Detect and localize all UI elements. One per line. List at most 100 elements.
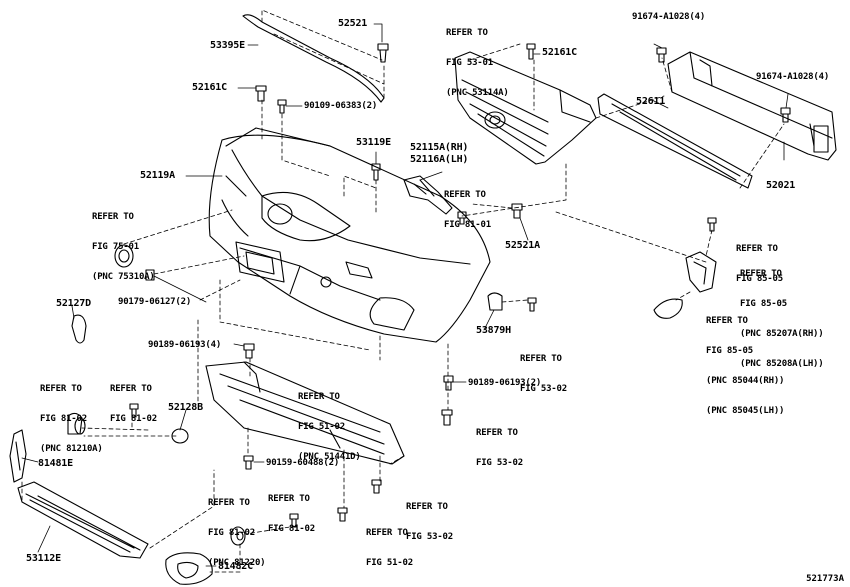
refer-81-02-a-l3: (PNC 81210A) [40, 444, 103, 454]
label-52521: 52521 [338, 18, 368, 29]
refer-grille: REFER TO FIG 53-01 (PNC 53114A) [446, 8, 509, 108]
refer-81-02-b-l2: FIG 81-02 [110, 414, 157, 424]
refer-53-02-a-l1: REFER TO [520, 354, 562, 364]
clip-53119E [371, 163, 381, 181]
fog-lamp-cover-81481E [9, 429, 27, 483]
refer-85-05-b-l2: FIG 85-05 [740, 299, 787, 309]
fog-lamp-right-81220 [230, 526, 246, 546]
fog-lamp-left [67, 412, 86, 435]
screw-51-02 [337, 507, 348, 522]
refer-85-05-a: REFER TO FIG 85-05 [736, 224, 783, 294]
refer-81-02-d-l1: REFER TO [268, 494, 310, 504]
refer-51-02-a-l2: FIG 51-02 [298, 422, 345, 432]
label-81481E: 81481E [38, 458, 73, 469]
label-52115A: 52115A(RH) [410, 142, 469, 153]
clip-90189-upper [243, 343, 255, 359]
label-52119A: 52119A [140, 170, 175, 181]
label-52521A: 52521A [505, 240, 540, 251]
refer-53-02-a: REFER TO FIG 53-02 [520, 334, 567, 404]
label-90179: 90179-06127(2) [118, 297, 192, 307]
radiator-grille [454, 51, 597, 165]
refer-53-02-c-l2: FIG 53-02 [406, 532, 453, 542]
bolt-91674-lower [780, 107, 791, 123]
refer-85-05-a-l2: FIG 85-05 [736, 274, 783, 284]
refer-51-02-b: REFER TO FIG 51-02 [366, 508, 413, 578]
label-53879H: 53879H [476, 325, 511, 336]
refer-81-02-b-l1: REFER TO [110, 384, 152, 394]
label-53112E: 53112E [26, 553, 61, 564]
bolt-91674-upper [656, 47, 667, 63]
clip-52521 [377, 43, 389, 63]
refer-81-02-a: REFER TO FIG 81-02 (PNC 81210A) [40, 364, 103, 464]
screw-53-02-lower [371, 479, 382, 494]
label-53395E: 53395E [210, 40, 245, 51]
fog-lamp-cover-81482C [165, 552, 213, 585]
label-91674-lower: 91674-A1028(4) [756, 72, 830, 82]
refer-grille-l3: (PNC 53114A) [446, 88, 509, 98]
clip-90189-lower [443, 375, 454, 391]
refer-grille-l1: REFER TO [446, 28, 488, 38]
refer-81-02-c-l2: FIG 81-02 [208, 528, 255, 538]
refer-85-05-c-l4: (PNC 85045(LH)) [706, 406, 785, 416]
front-emblem [114, 244, 134, 268]
bumper-reinforcement-52021 [667, 51, 837, 161]
refer-51-02-a-l3: (PNC 51441D) [298, 452, 361, 462]
refer-85-05-b-l3: (PNC 85207A(RH)) [740, 329, 824, 339]
label-52161C-left: 52161C [192, 82, 227, 93]
refer-51-02-a-l1: REFER TO [298, 392, 340, 402]
refer-53-02-c-l1: REFER TO [406, 502, 448, 512]
refer-81-02-c-l1: REFER TO [208, 498, 250, 508]
refer-81-02-a-l1: REFER TO [40, 384, 82, 394]
screw-85-05 [707, 217, 717, 232]
screw-53-02 [441, 409, 453, 426]
engine-under-cover [205, 361, 405, 465]
label-91674-upper: 91674-A1028(4) [632, 12, 706, 22]
bumper-absorber-52611 [597, 93, 753, 189]
refer-85-05-c-l3: (PNC 85044(RH)) [706, 376, 785, 386]
refer-81-02-b: REFER TO FIG 81-02 [110, 364, 157, 434]
washer-nozzle-cap [653, 298, 683, 319]
label-52127D: 52127D [56, 298, 91, 309]
refer-85-05-b: REFER TO FIG 85-05 (PNC 85207A(RH)) (PNC… [740, 249, 824, 379]
refer-85-05-b-l4: (PNC 85208A(LH)) [740, 359, 824, 369]
refer-85-05-c: REFER TO FIG 85-05 (PNC 85044(RH)) (PNC … [706, 296, 784, 426]
refer-53-02-b-l2: FIG 53-02 [476, 458, 523, 468]
refer-81-02-d: REFER TO FIG 81-02 [268, 474, 315, 544]
label-52116A: 52116A(LH) [410, 154, 469, 165]
refer-81-02-c: REFER TO FIG 81-02 (PNC 81220) [208, 478, 266, 578]
screw-90159 [243, 455, 254, 470]
front-bumper-cover [208, 127, 491, 343]
refer-51-02-a: REFER TO FIG 51-02 (PNC 51441D) [298, 372, 361, 472]
clip-52521A [511, 203, 523, 219]
label-90189-upper: 90189-06193(4) [148, 340, 222, 350]
refer-81-01: REFER TO FIG 81-01 [444, 170, 491, 240]
refer-85-05-c-l1: REFER TO [706, 316, 748, 326]
label-53119E: 53119E [356, 137, 391, 148]
license-plate-bracket [235, 241, 285, 283]
refer-emblem-l2: FIG 75-01 [92, 242, 139, 252]
cover-52127D [71, 314, 87, 344]
refer-53-02-c: REFER TO FIG 53-02 [406, 482, 453, 552]
lower-grille-53112E [17, 481, 149, 559]
label-90189-lower: 90189-06193(2) [468, 378, 542, 388]
label-52161C-grille: 52161C [542, 47, 577, 58]
refer-85-05-a-l1: REFER TO [736, 244, 778, 254]
refer-81-02-c-l3: (PNC 81220) [208, 558, 266, 568]
refer-53-02-a-l2: FIG 53-02 [520, 384, 567, 394]
screw-53879H [527, 297, 537, 312]
refer-emblem-l1: REFER TO [92, 212, 134, 222]
refer-emblem-l3: (PNC 75310A) [92, 272, 155, 282]
screw-52161C-left [255, 85, 267, 102]
refer-51-02-b-l1: REFER TO [366, 528, 408, 538]
clip-retainer [457, 211, 467, 225]
refer-53-02-b-l1: REFER TO [476, 428, 518, 438]
refer-grille-l2: FIG 53-01 [446, 58, 493, 68]
label-90109: 90109-06383(2) [304, 101, 378, 111]
bumper-seal-strip [242, 14, 385, 103]
seal-53879H [487, 292, 503, 311]
refer-51-02-b-l2: FIG 51-02 [366, 558, 413, 568]
refer-53-02-b: REFER TO FIG 53-02 [476, 408, 523, 478]
assembly-lines [21, 9, 785, 573]
refer-81-01-l2: FIG 81-01 [444, 220, 491, 230]
